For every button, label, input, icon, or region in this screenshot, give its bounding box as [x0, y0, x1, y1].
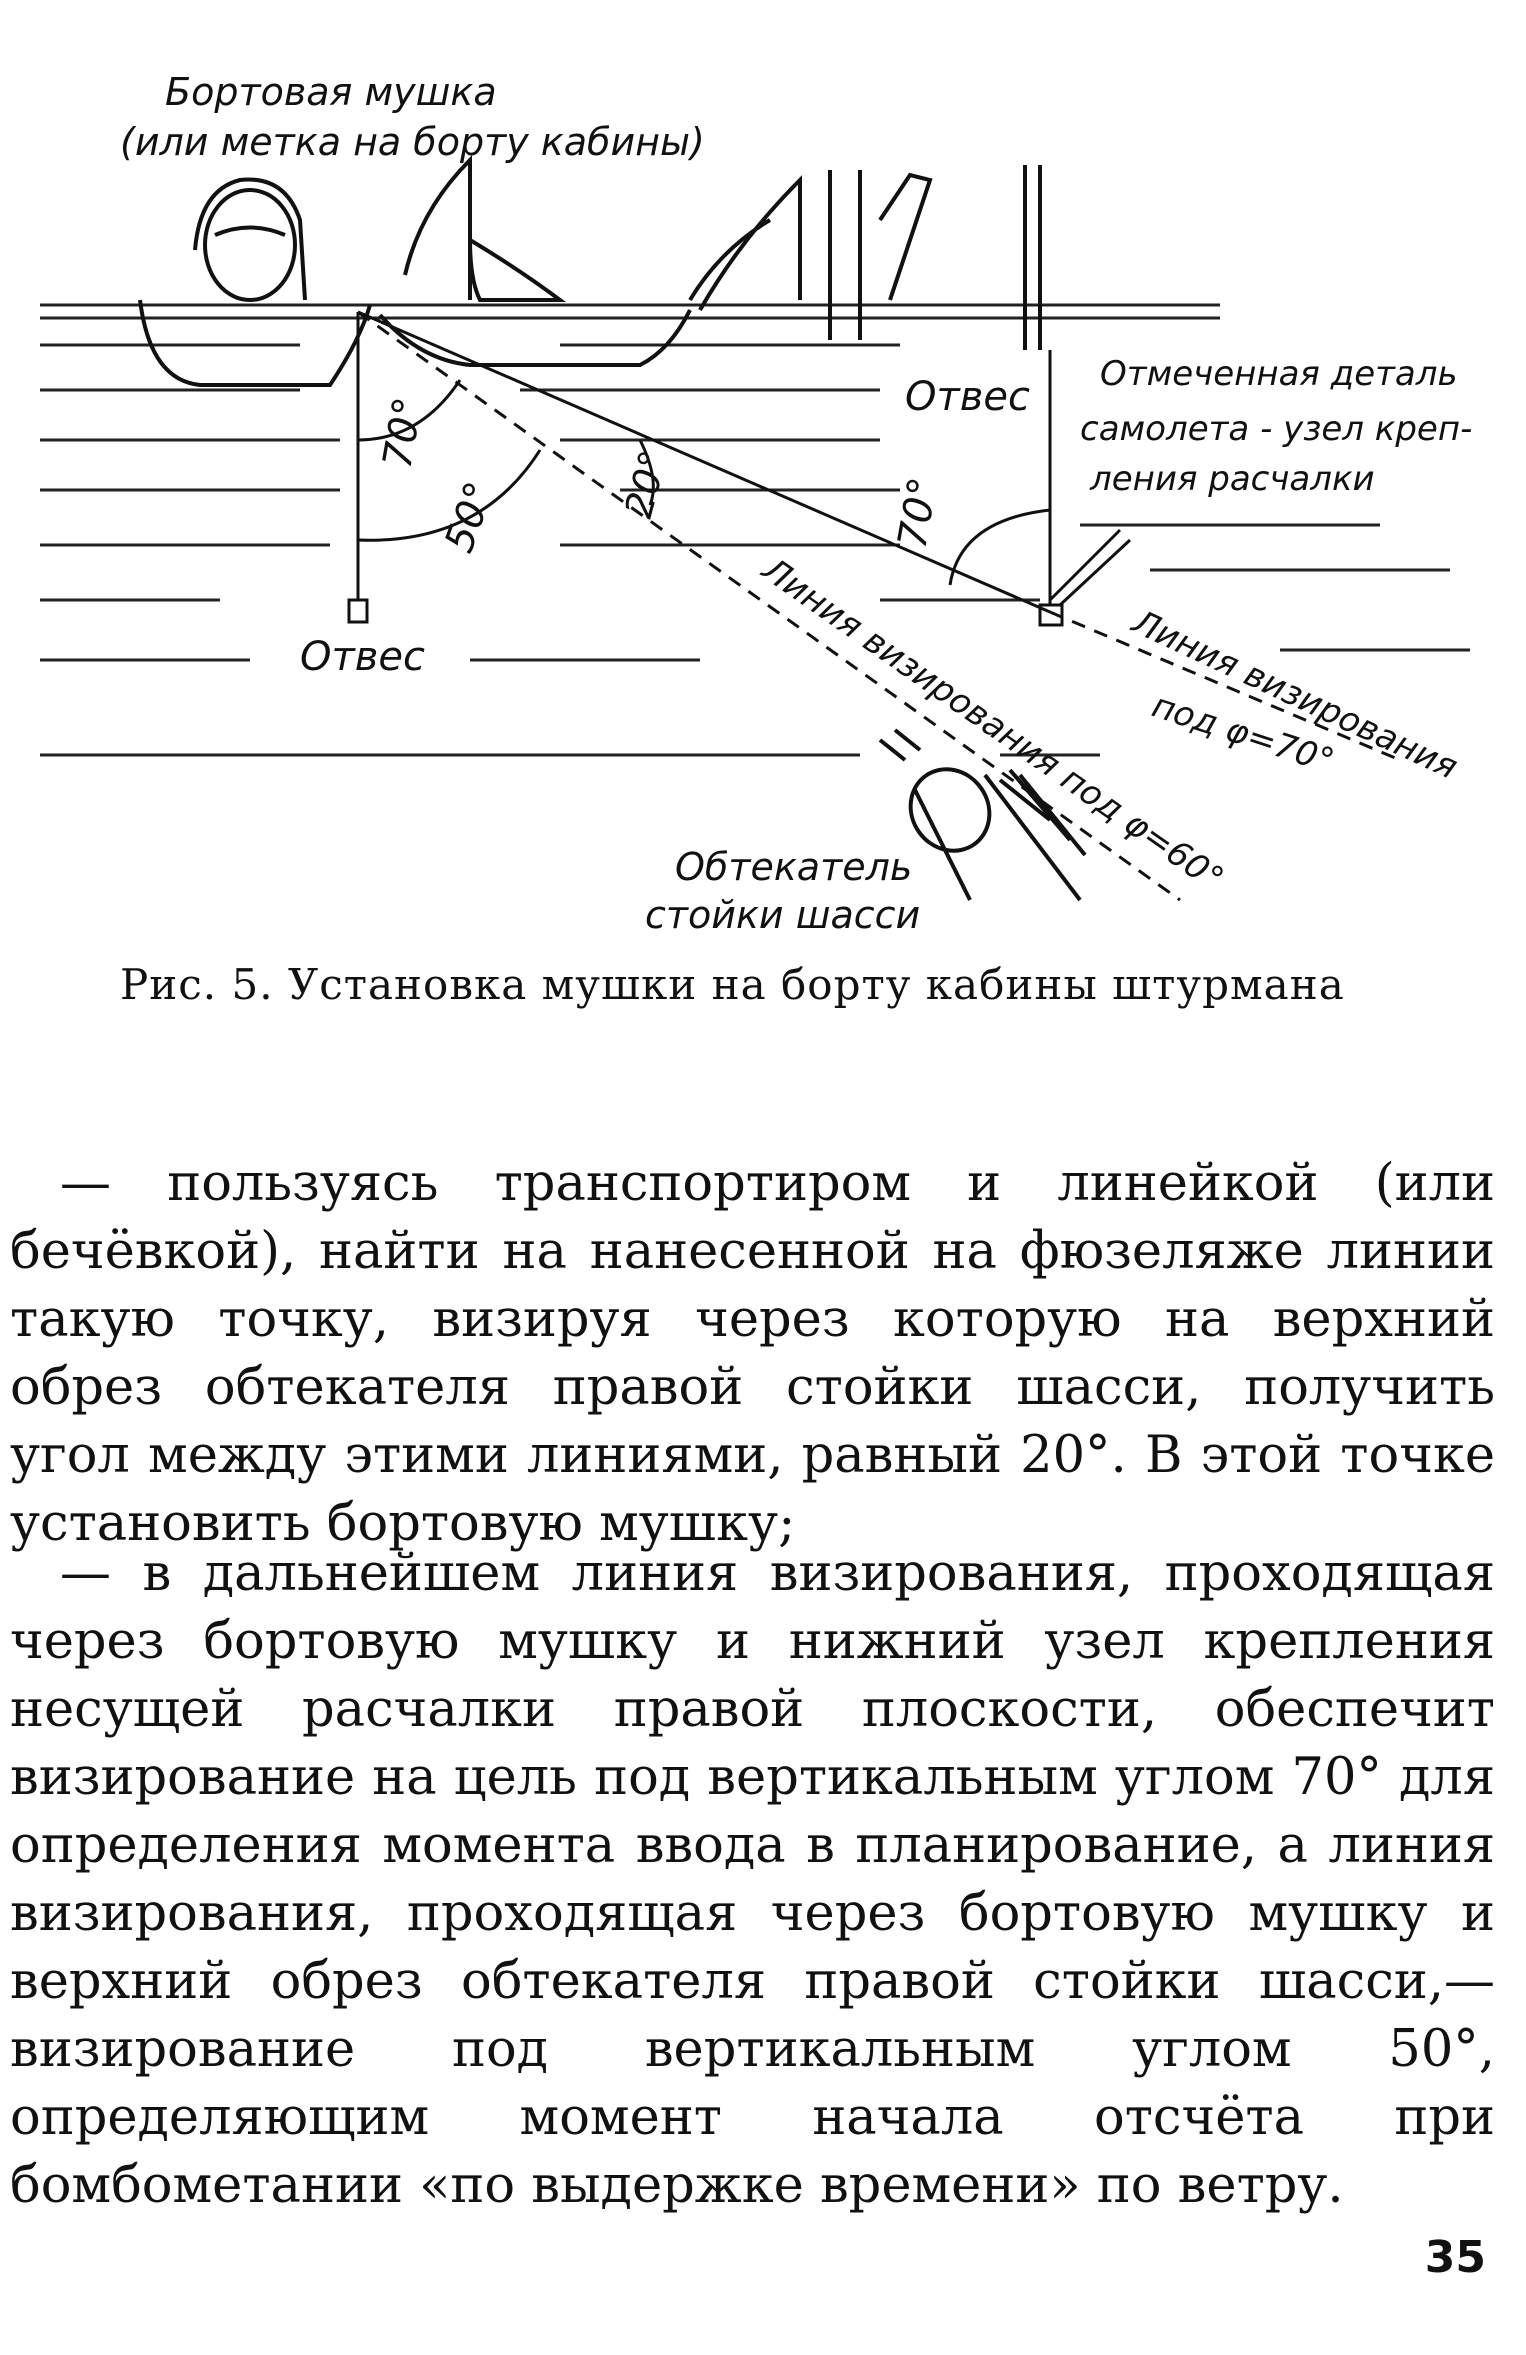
label-angle-50: 50° [436, 476, 503, 558]
label-angle-70-right: 70° [890, 474, 948, 552]
label-plumb-right: Отвес [905, 374, 1030, 420]
paragraph-2: — в дальнейшем линия визирования, проход… [10, 1544, 1495, 2215]
label-part-1: Отмеченная деталь [1100, 354, 1458, 394]
horizon-lines [40, 303, 1470, 757]
fairing-sketch [878, 728, 1087, 902]
label-fairing-2: стойки шасси [645, 893, 920, 937]
label-angle-20: 20° [616, 446, 676, 522]
label-sight-top-2: (или метка на борту кабины) [120, 120, 705, 164]
plumb-right [1038, 350, 1132, 627]
sight-lines [357, 310, 1401, 902]
plumb-left [347, 312, 369, 624]
label-part-2: самолета - узел креп- [1080, 409, 1472, 449]
label-plumb-left: Отвес [300, 634, 425, 680]
label-fairing-1: Обтекатель [675, 845, 912, 889]
label-angle-70-left: 70° [375, 394, 433, 472]
figure-caption: Рис. 5. Установка мушки на борту кабины … [120, 960, 1345, 1009]
paragraph-1: — пользуясь транспортиром и линейкой (ил… [10, 1154, 1495, 1553]
cockpit-sketch [138, 155, 1042, 387]
angle-arcs [357, 379, 1051, 586]
label-part-3: ления расчалки [1089, 459, 1375, 499]
figure-sight-installation: Бортовая мушка (или метка на борту кабин… [40, 70, 1472, 937]
page-number: 35 [1424, 2232, 1486, 2283]
label-sight-top-1: Бортовая мушка [165, 70, 497, 114]
